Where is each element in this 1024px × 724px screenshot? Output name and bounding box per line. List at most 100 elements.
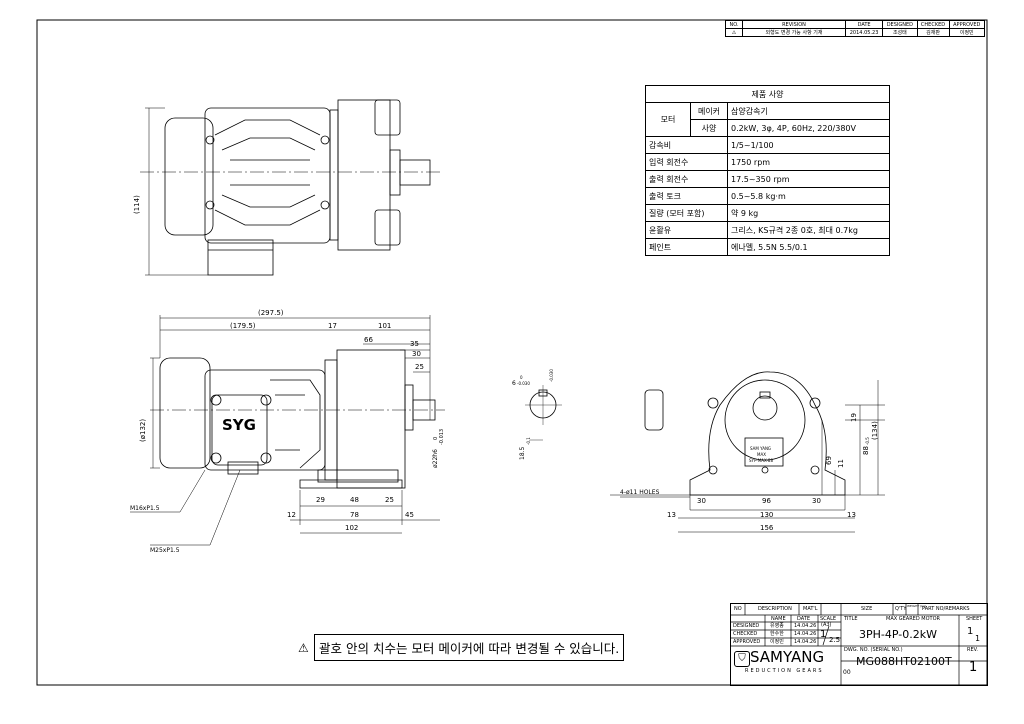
rev-row-designed: 조성태 xyxy=(882,28,918,37)
tb-title-top: MAX GEARED MOTOR xyxy=(886,616,940,622)
dim-30a: 30 xyxy=(697,497,706,505)
tb-part-no: PART NO/REMARKS xyxy=(922,606,970,612)
rev-header-designed: DESIGNED xyxy=(882,20,918,29)
dim-13b: 13 xyxy=(847,511,856,519)
tb-date-3: 14.04.26 xyxy=(794,639,817,645)
dim-key-width: 6 xyxy=(512,380,516,387)
tb-description: DESCRIPTION xyxy=(758,606,792,612)
dim-25b: 25 xyxy=(385,496,394,504)
keyway-section xyxy=(525,385,562,441)
spec-row-label: 페인트 xyxy=(645,238,728,256)
dim-key-tol-a: -0.030 xyxy=(517,381,530,386)
dim-key-tol-c: -0.030 xyxy=(549,369,554,382)
tb-qty: Q'TY xyxy=(895,606,907,612)
dim-88-tol: -0.5 xyxy=(865,437,870,445)
spec-title: 제품 사양 xyxy=(645,85,890,103)
tb-dwg-prefix: 00 xyxy=(843,669,851,676)
dim-78: 78 xyxy=(350,511,359,519)
tb-scale-num: 1 xyxy=(820,629,827,640)
dim-key-depth-tol: -0.1 xyxy=(526,437,531,445)
rev-row-revision: 외형도 변경 가능 사항 기재 xyxy=(742,28,846,37)
tb-weight: WEIGHT (kg) xyxy=(907,604,927,608)
dim-top-height: (114) xyxy=(133,195,141,214)
dim-25: 25 xyxy=(415,363,424,371)
spec-row-value: 1750 rpm xyxy=(727,153,890,171)
spec-row-value: 에나멜, 5.5N 5.5/0.1 xyxy=(727,238,890,256)
front-view xyxy=(130,315,445,546)
spec-row-value: 1/5~1/100 xyxy=(727,136,890,154)
tb-rev-header: REV. xyxy=(967,647,978,653)
dim-30: 30 xyxy=(412,350,421,358)
tb-title-header: TITLE xyxy=(844,616,858,622)
spec-motor-label: 모터 xyxy=(645,102,691,137)
title-block-grid xyxy=(731,604,987,685)
dim-66: 66 xyxy=(364,336,373,344)
dim-96: 96 xyxy=(762,497,771,505)
spec-spec-label: 사양 xyxy=(690,119,728,137)
top-view xyxy=(140,99,440,276)
dim-88: 88 xyxy=(862,446,870,455)
tb-name-header: NAME xyxy=(771,616,786,622)
tb-no: NO xyxy=(734,606,742,612)
dim-19: 19 xyxy=(850,413,858,422)
spec-row-value: 그리스, KS규격 2종 0호, 최대 0.7kg xyxy=(727,221,890,239)
tb-dwg-no: MG088HT02100T xyxy=(856,655,952,668)
tb-name-1: 유영종 xyxy=(770,623,784,629)
rev-header-date: DATE xyxy=(844,20,884,29)
tb-sheet-den: 1 xyxy=(975,634,981,643)
tb-date-header: DATE xyxy=(797,616,811,622)
rev-header-no: NO. xyxy=(725,20,743,29)
company-logo-icon: ⛉ xyxy=(734,651,750,667)
tb-company: SAMYANG xyxy=(750,648,825,666)
spec-row-value: 약 9 kg xyxy=(727,204,890,222)
dim-101: 101 xyxy=(378,322,392,330)
label-m16: M16xP1.5 xyxy=(130,505,160,512)
dim-17: 17 xyxy=(328,322,337,330)
tb-name-3: 이정민 xyxy=(770,639,784,645)
tb-sheet-header: SHEET xyxy=(966,616,983,622)
tb-designed: DESIGNED xyxy=(733,623,760,629)
rev-header-revision: REVISION xyxy=(742,20,846,29)
dim-motor-length: (179.5) xyxy=(230,322,256,330)
dim-156: 156 xyxy=(760,524,774,532)
dim-shaft-dia: ø22h6 xyxy=(432,449,439,468)
tb-date-2: 14.04.26 xyxy=(794,631,817,637)
spec-row-label: 질량 (모터 포함) xyxy=(645,204,728,222)
dim-102: 102 xyxy=(345,524,359,532)
dimension-note: 괄호 안의 치수는 모터 메이커에 따라 변경될 수 있습니다. xyxy=(314,634,625,661)
tb-company-sub: REDUCTION GEARS xyxy=(745,668,824,674)
spec-row-value: 17.5~350 rpm xyxy=(727,170,890,188)
plate-brand: SAM YANG xyxy=(750,446,772,451)
rev-header-checked: CHECKED xyxy=(916,20,950,29)
tb-scale-den: 2.5 xyxy=(829,636,841,644)
warning-icon: ⚠ xyxy=(298,641,309,655)
tb-size: SIZE xyxy=(861,606,873,612)
spec-row-label: 출력 토크 xyxy=(645,187,728,205)
tb-name-2: 한수한 xyxy=(770,631,784,637)
plate-max: MAX xyxy=(757,452,766,457)
spec-maker-label: 메이커 xyxy=(690,102,728,120)
tb-date-1: 14.04.26 xyxy=(794,623,817,629)
tb-rev: 1 xyxy=(969,660,978,675)
dim-48: 48 xyxy=(350,496,359,504)
plate-code: SYP-MAX-88 xyxy=(749,458,774,463)
dim-12: 12 xyxy=(287,511,296,519)
dim-motor-dia: (ø132) xyxy=(139,418,147,442)
dim-key-tol-b: 0 xyxy=(520,375,523,380)
dim-shaft-tol: -0.013 xyxy=(439,428,445,445)
dim-130: 130 xyxy=(760,511,774,519)
dim-30b: 30 xyxy=(812,497,821,505)
spec-row-label: 입력 회전수 xyxy=(645,153,728,171)
dim-35: 35 xyxy=(410,340,419,348)
tb-title: 3PH-4P-0.2kW xyxy=(859,628,937,641)
tb-matl: MAT'L xyxy=(803,606,818,612)
rev-header-approved: APPROVED xyxy=(948,20,985,29)
rev-row-approved: 이정민 xyxy=(948,28,985,37)
rev-row-no: ⚠ xyxy=(725,28,743,37)
spec-table: 제품 사양 모터 메이커 삼양감속기 사양 0.2kW, 3φ, 4P, 60H… xyxy=(645,85,890,256)
tb-scale-header: SCALE xyxy=(820,616,837,622)
dim-overall-length: (297.5) xyxy=(258,309,284,317)
dim-29: 29 xyxy=(316,496,325,504)
spec-row-label: 윤활유 xyxy=(645,221,728,239)
